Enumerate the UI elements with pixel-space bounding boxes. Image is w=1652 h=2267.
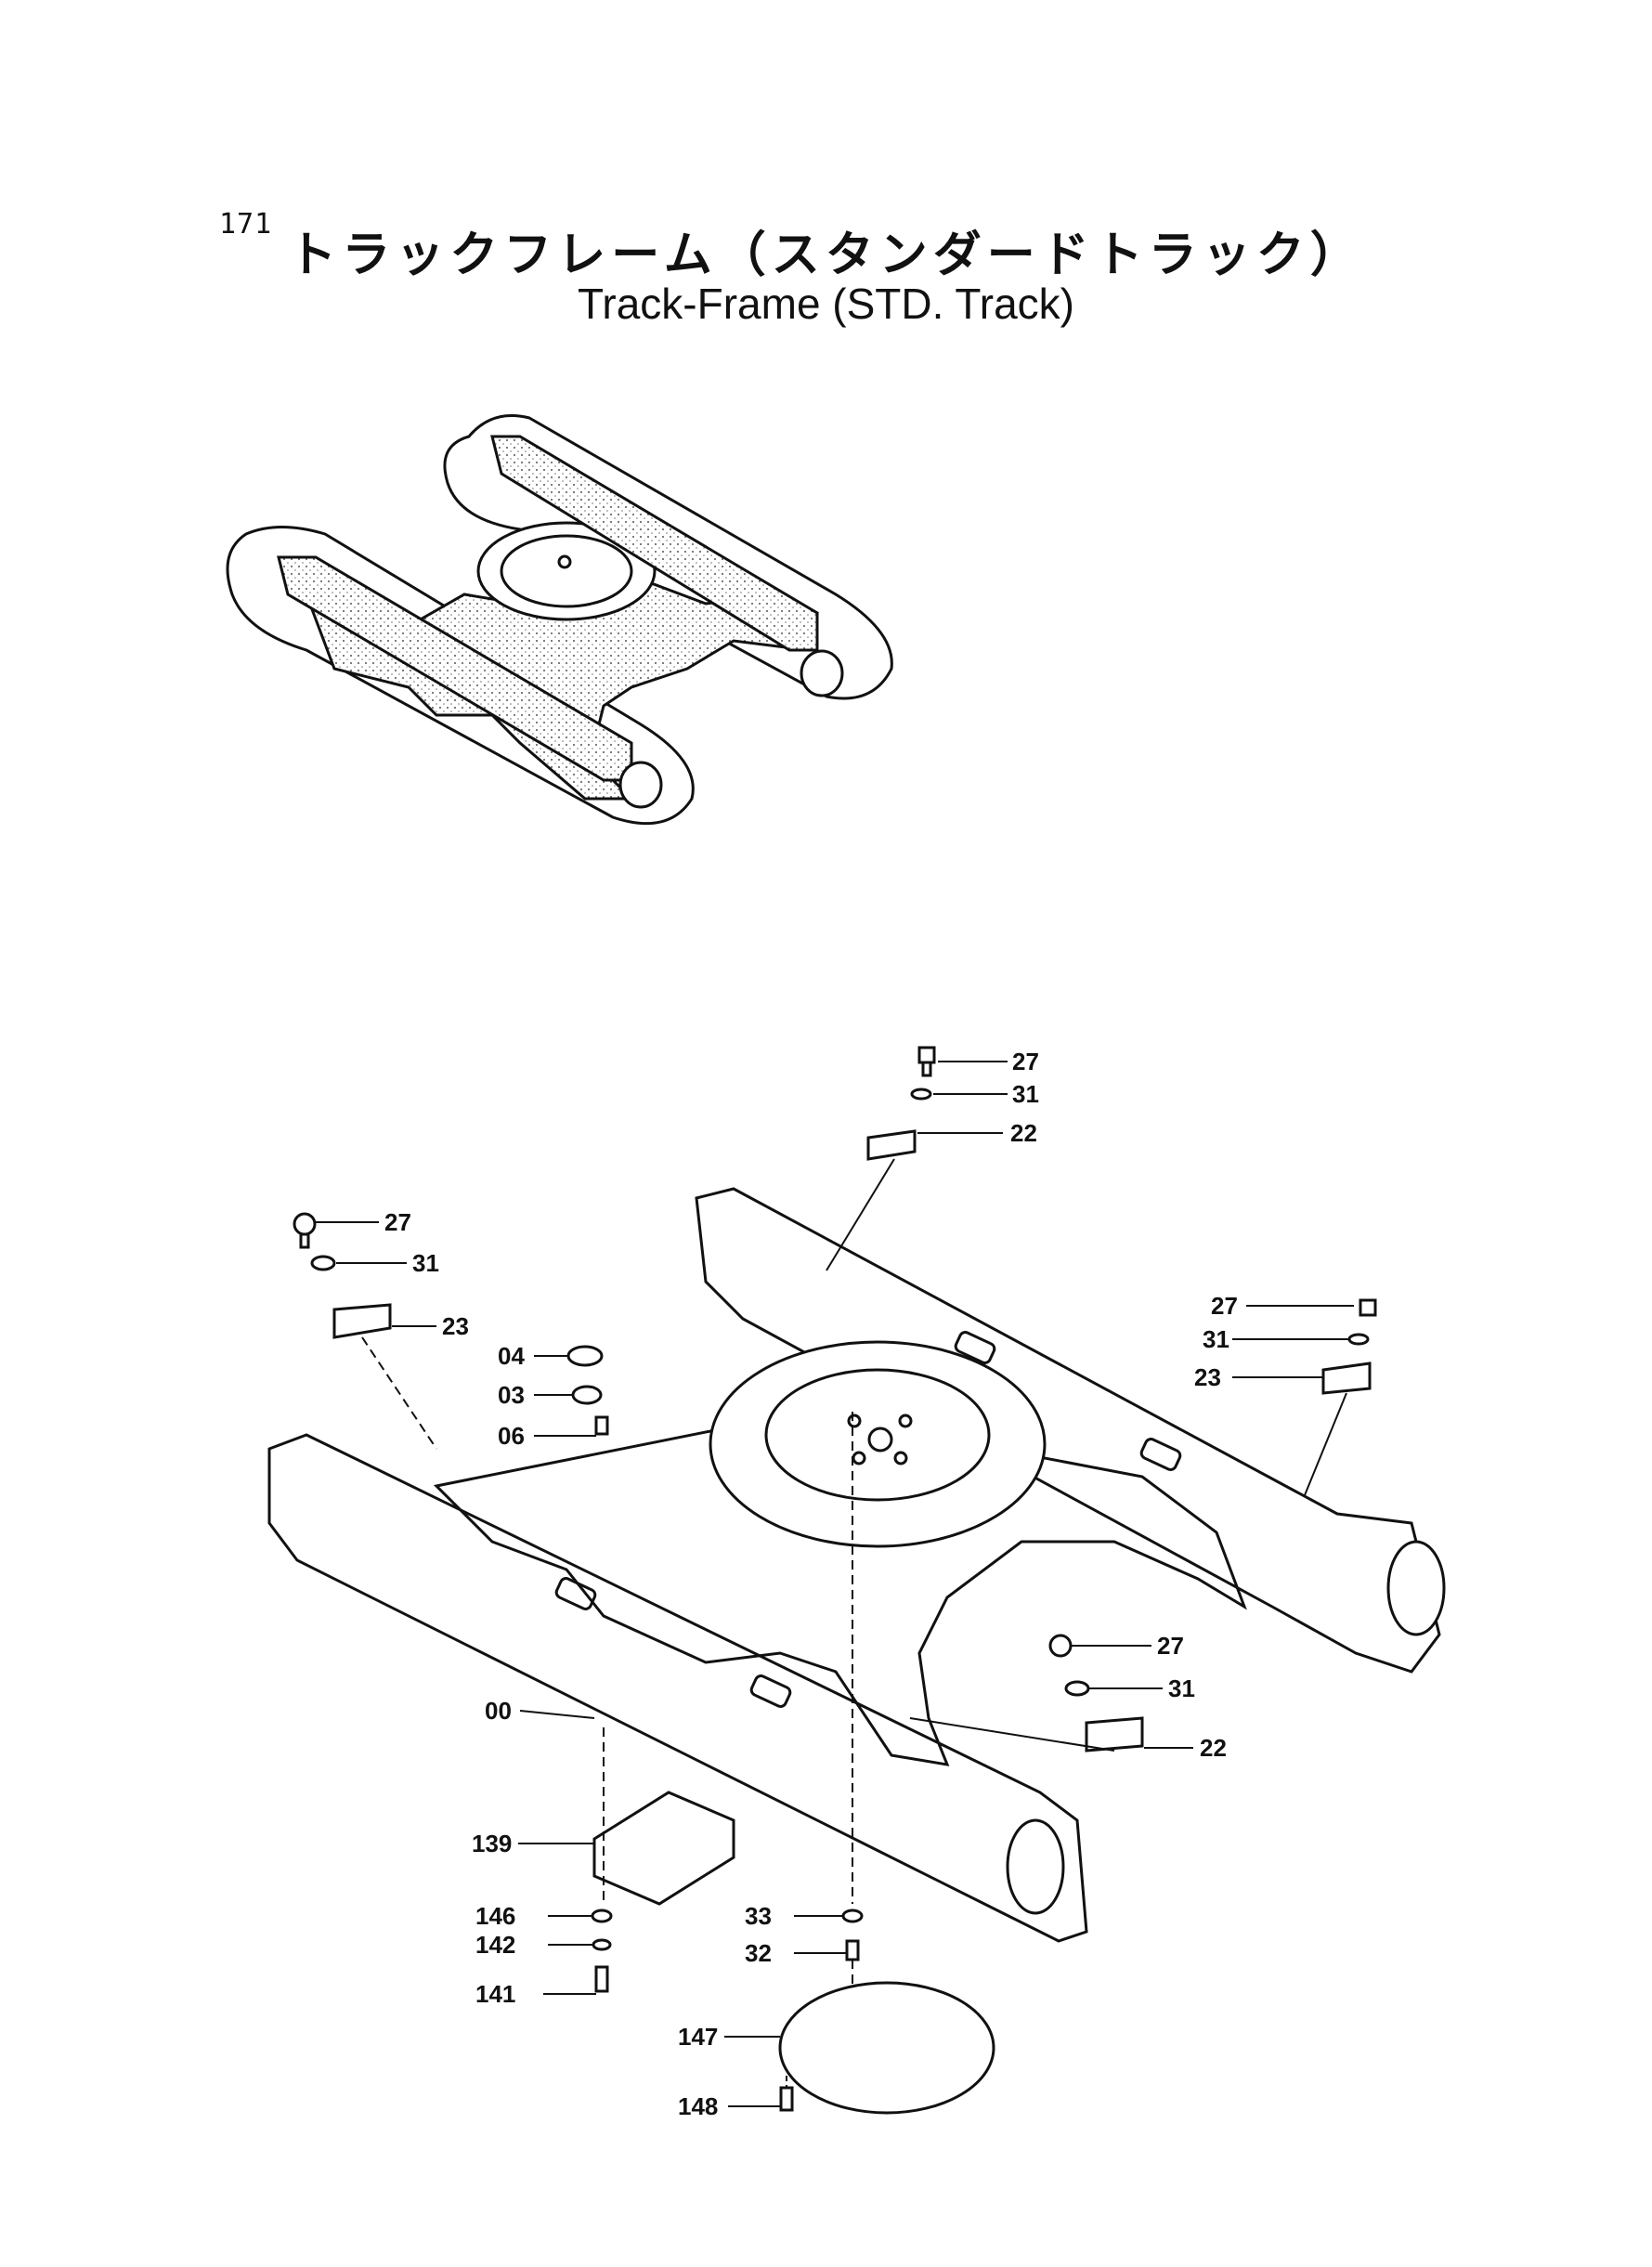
washer-146 <box>591 1909 613 1923</box>
bolt-27-right <box>1359 1298 1377 1317</box>
washer-31-lower <box>1064 1680 1090 1697</box>
bolt-32 <box>845 1939 860 1961</box>
callout-146: 146 <box>475 1902 515 1930</box>
washer-31-left <box>310 1255 336 1271</box>
washer-31-top <box>910 1088 932 1101</box>
callout-27-left: 27 <box>384 1208 411 1236</box>
swing-bearing-inner <box>764 1368 991 1502</box>
main-frame-illustration <box>267 1187 1446 1943</box>
overview-swing-circle <box>476 521 657 621</box>
callout-22-top: 22 <box>1010 1119 1037 1147</box>
shim-04 <box>566 1345 604 1367</box>
callout-31-left: 31 <box>412 1249 439 1277</box>
bolt-27-lower <box>1048 1634 1073 1658</box>
callout-139: 139 <box>472 1830 512 1857</box>
overview-far-track <box>443 414 893 700</box>
callout-23-left: 23 <box>442 1312 469 1340</box>
callout-labels: 27 31 22 27 31 23 04 03 06 27 31 23 27 3… <box>384 1048 1238 2120</box>
guard-22-top <box>866 1129 917 1161</box>
callout-31-top: 31 <box>1012 1080 1039 1108</box>
callout-22-lower: 22 <box>1200 1734 1227 1762</box>
plate-23-left <box>332 1303 392 1339</box>
page-number: 171 <box>219 208 273 241</box>
bolt-06 <box>594 1415 609 1436</box>
guard-22-lower <box>1085 1716 1144 1752</box>
overview-illustration <box>226 414 893 826</box>
callout-31-lower: 31 <box>1168 1674 1195 1702</box>
washer-33 <box>841 1909 864 1923</box>
title-japanese: トラックフレーム（スタンダードトラック） <box>288 228 1364 283</box>
callout-00: 00 <box>485 1697 512 1725</box>
washer-142 <box>592 1938 612 1951</box>
shim-03 <box>571 1385 603 1405</box>
callout-31-right: 31 <box>1203 1325 1229 1353</box>
washer-31-right <box>1347 1333 1370 1346</box>
callout-27-lower: 27 <box>1157 1632 1184 1660</box>
near-side-frame <box>267 1433 1088 1943</box>
center-body <box>433 1428 1247 1766</box>
clamp-139 <box>592 1791 735 1906</box>
callout-03: 03 <box>498 1381 525 1409</box>
cover-147 <box>778 1981 995 2115</box>
far-side-frame <box>695 1187 1441 1674</box>
small-parts <box>293 1046 1377 2115</box>
leader-lines <box>316 1061 1354 2107</box>
callout-32: 32 <box>745 1939 772 1967</box>
callout-27-right: 27 <box>1211 1292 1238 1320</box>
callout-141: 141 <box>475 1980 515 2008</box>
overview-near-track <box>226 526 695 826</box>
bolt-141 <box>594 1965 609 1993</box>
callout-147: 147 <box>678 2023 718 2051</box>
bolt-27-top <box>917 1046 936 1064</box>
callout-148: 148 <box>678 2092 718 2120</box>
callout-142: 142 <box>475 1931 515 1959</box>
callout-06: 06 <box>498 1422 525 1450</box>
callout-23-right: 23 <box>1194 1363 1221 1391</box>
title-english: Track-Frame (STD. Track) <box>578 280 1074 328</box>
callout-27-top: 27 <box>1012 1048 1039 1075</box>
callout-33: 33 <box>745 1902 772 1930</box>
callout-04: 04 <box>498 1342 525 1370</box>
bolt-148 <box>779 2086 794 2112</box>
bolt-27-left <box>293 1212 317 1236</box>
swing-bearing-outer <box>709 1340 1047 1548</box>
plate-23-right <box>1321 1362 1372 1395</box>
